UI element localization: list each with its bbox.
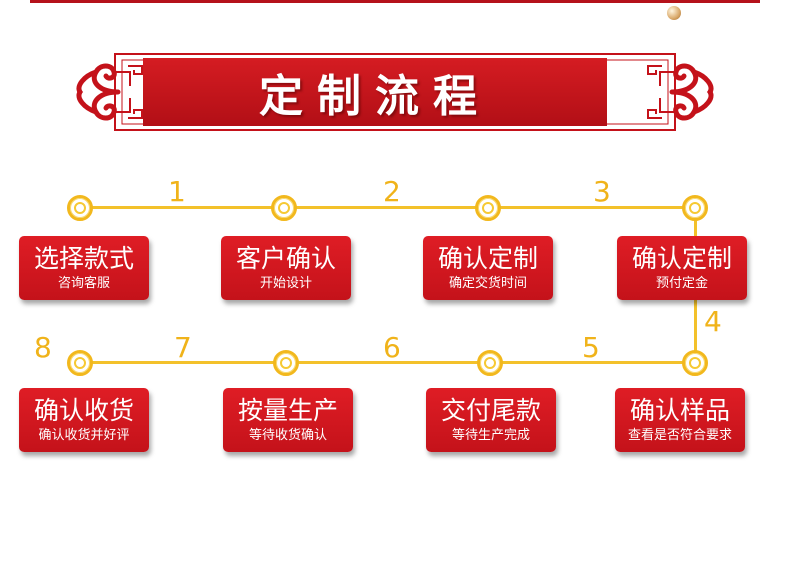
- step-title: 交付尾款: [426, 396, 556, 426]
- step-subtitle: 确定交货时间: [423, 275, 553, 293]
- step-card-3: 确认定制 确定交货时间: [423, 236, 553, 300]
- step-number-6: 6: [383, 334, 401, 362]
- step-card-5: 确认样品 查看是否符合要求: [615, 388, 745, 452]
- step-title: 确认定制: [423, 244, 553, 274]
- step-title: 确认收货: [19, 396, 149, 426]
- step-title: 确认定制: [617, 244, 747, 274]
- step-node-8: [67, 350, 93, 376]
- step-number-3: 3: [593, 178, 611, 206]
- step-node-6: [477, 350, 503, 376]
- step-subtitle: 确认收货并好评: [19, 427, 149, 445]
- step-node-7: [273, 350, 299, 376]
- step-card-8: 确认收货 确认收货并好评: [19, 388, 149, 452]
- step-subtitle: 查看是否符合要求: [615, 427, 745, 445]
- step-node-3: [475, 195, 501, 221]
- step-subtitle: 等待收货确认: [223, 427, 353, 445]
- step-number-1: 1: [168, 178, 186, 206]
- step-number-8: 8: [34, 334, 52, 362]
- step-node-2: [271, 195, 297, 221]
- step-card-1: 选择款式 咨询客服: [19, 236, 149, 300]
- step-title: 按量生产: [223, 396, 353, 426]
- step-number-5: 5: [582, 334, 600, 362]
- step-subtitle: 开始设计: [221, 275, 351, 293]
- step-subtitle: 咨询客服: [19, 275, 149, 293]
- step-number-7: 7: [174, 334, 192, 362]
- step-node-5: [682, 350, 708, 376]
- step-subtitle: 预付定金: [617, 275, 747, 293]
- step-number-2: 2: [383, 178, 401, 206]
- step-title: 选择款式: [19, 244, 149, 274]
- step-subtitle: 等待生产完成: [426, 427, 556, 445]
- step-node-4: [682, 195, 708, 221]
- step-card-2: 客户确认 开始设计: [221, 236, 351, 300]
- step-title: 确认样品: [615, 396, 745, 426]
- step-card-7: 按量生产 等待收货确认: [223, 388, 353, 452]
- step-node-1: [67, 195, 93, 221]
- step-number-4: 4: [704, 308, 722, 336]
- step-title: 客户确认: [221, 244, 351, 274]
- step-card-4: 确认定制 预付定金: [617, 236, 747, 300]
- step-card-6: 交付尾款 等待生产完成: [426, 388, 556, 452]
